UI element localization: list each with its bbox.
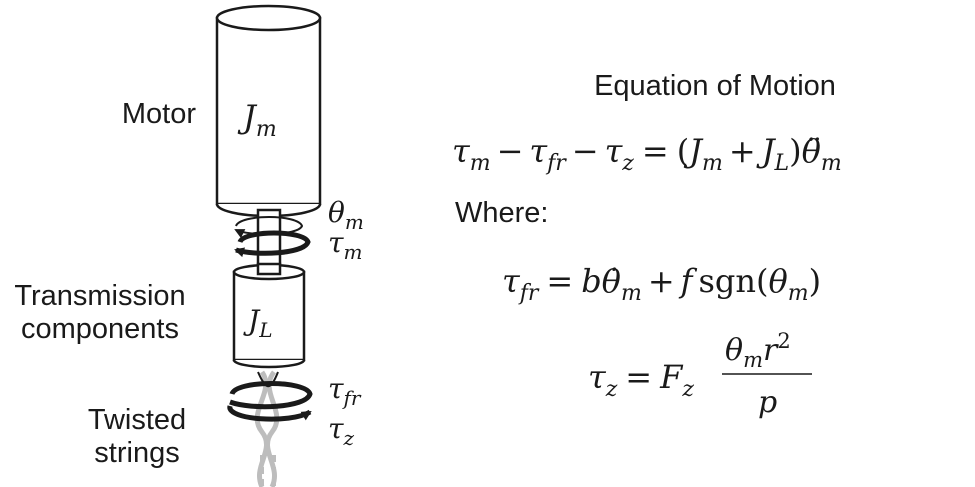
tau-fr-arrow bbox=[229, 381, 313, 410]
transmission-label-line2: components bbox=[21, 313, 179, 346]
twisted-strings bbox=[254, 370, 280, 487]
twisted-strings-label-line2: strings bbox=[94, 437, 180, 470]
motor-shaft bbox=[256, 208, 282, 272]
equation-title: Equation of Motion bbox=[594, 70, 836, 102]
string-torque-arrows bbox=[227, 381, 313, 422]
svg-text:τm−τfr−τz=(Jm+JL)θ̈m: τm−τfr−τz=(Jm+JL)θ̈m bbox=[452, 132, 842, 176]
tau-z-equation: τz=Fz θmr2 p bbox=[588, 329, 812, 420]
where-label: Where: bbox=[455, 197, 549, 229]
motor-label: Motor bbox=[121, 98, 196, 130]
equation-of-motion: τm−τfr−τz=(Jm+JL)θ̈m bbox=[452, 132, 842, 176]
transmission-label: Transmission components bbox=[0, 280, 200, 347]
motor-cylinder bbox=[215, 4, 322, 218]
shaft-coupling bbox=[256, 262, 282, 276]
svg-text:θmr2: θmr2 bbox=[725, 329, 791, 372]
transmission-cylinder bbox=[232, 263, 306, 369]
transmission-label-line1: Transmission bbox=[14, 280, 186, 312]
tau-m-rotation-arrow bbox=[234, 230, 311, 258]
tau-fr-symbol: τfr bbox=[328, 372, 362, 410]
theta-m-symbol: θm bbox=[328, 196, 364, 234]
tau-z-arrow bbox=[227, 405, 312, 422]
tau-z-symbol: τz bbox=[328, 412, 355, 450]
twisted-strings-label-line1: Twisted bbox=[87, 404, 187, 436]
twisted-strings-label: Twisted strings bbox=[62, 404, 212, 471]
svg-text:p: p bbox=[758, 385, 777, 420]
svg-text:τz=Fz: τz=Fz bbox=[588, 358, 694, 402]
